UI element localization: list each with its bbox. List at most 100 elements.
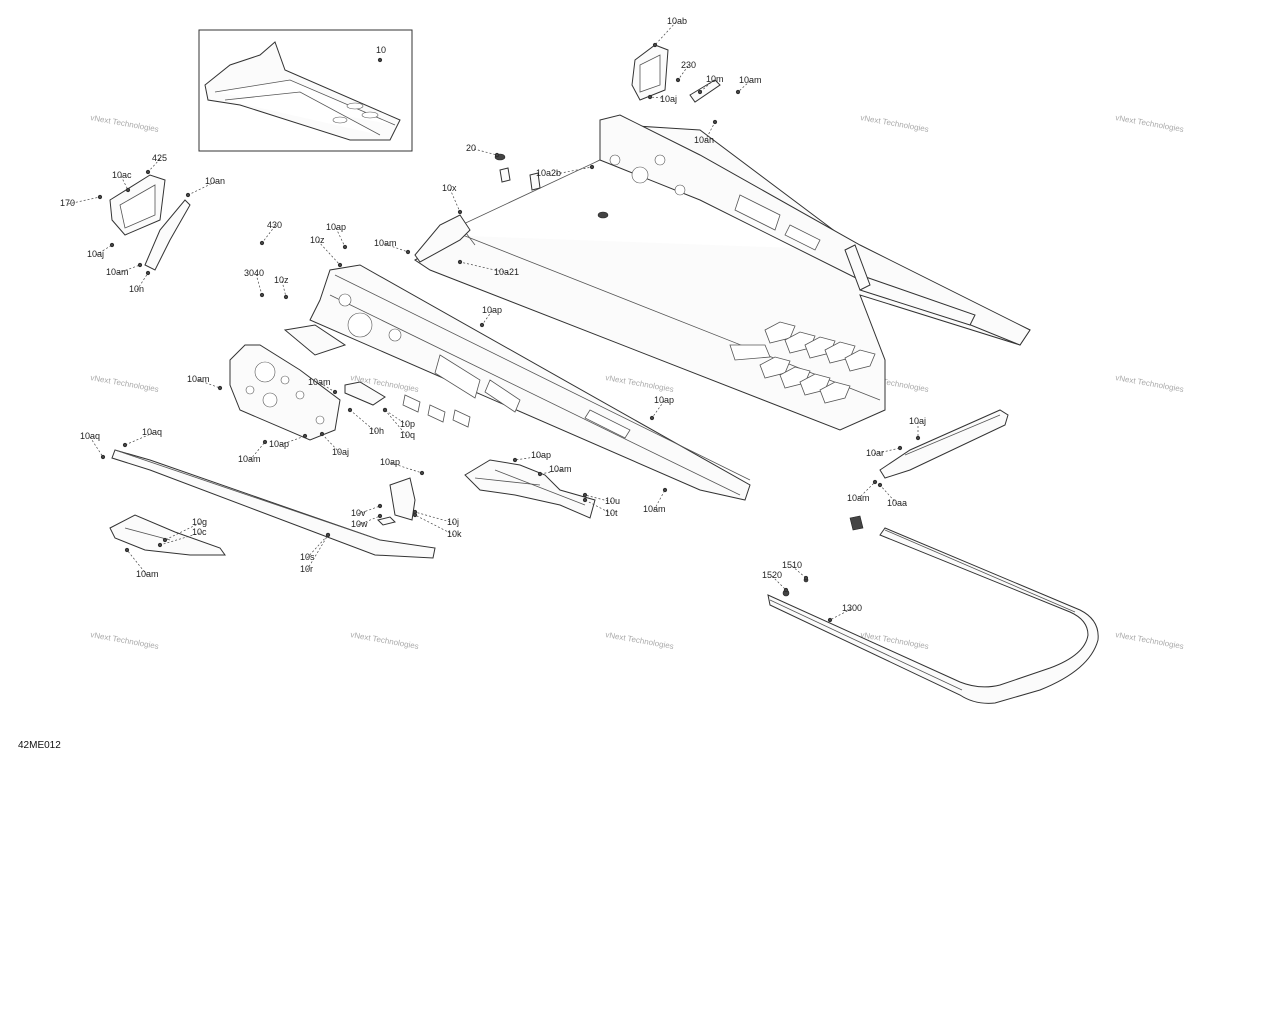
callout-label: 20 [466,143,476,153]
callout-label: 10z [310,235,325,245]
fastener-marker [697,89,703,95]
callout-leader [349,409,377,433]
callout-label: 10ap [269,439,289,449]
fastener-marker [652,42,658,48]
callout-label: 10ar [866,448,884,458]
callout-label: 10aq [142,427,162,437]
watermark-text: vNext Technologies [1115,630,1185,651]
watermark-text: vNext Technologies [90,113,160,134]
fastener-marker [377,503,383,509]
callout-label: 10am [106,267,129,277]
callout-label: 10aa [887,498,907,508]
fastener-marker [589,164,595,170]
left-side-panel [283,264,751,501]
fastener-marker [124,547,130,553]
fastener-marker [262,439,268,445]
fastener-marker [259,292,265,298]
callout-leader [651,400,665,419]
fastener-marker [337,262,343,268]
inset-tunnel-assembly [198,29,413,152]
callout-leader [321,433,341,454]
fastener-marker [382,407,388,413]
callout-leader [126,549,148,576]
callout-label: 10aj [660,94,677,104]
fastener-marker [100,454,106,460]
watermark-text: vNext Technologies [350,630,420,651]
fastener-marker [377,57,383,63]
callout-leader [771,575,787,591]
callout-label: 10aj [909,416,926,426]
callout-leader [279,435,306,446]
callout-leader [699,79,715,93]
callout-label: 170 [60,198,75,208]
fastener-marker [803,575,809,581]
callout-label: 10ab [667,16,687,26]
fastener-marker [582,492,588,498]
callout-label: 10am [308,377,331,387]
fastener-marker [145,270,151,276]
fastener-marker [125,187,131,193]
callout-leader [159,532,201,546]
callout-leader [306,534,329,559]
fastener-marker [332,389,338,395]
rail-10aa [879,409,1009,479]
callout-leader [384,409,408,426]
callout-leader [319,382,336,393]
fastener-marker [97,194,103,200]
watermark-text: vNext Technologies [860,113,930,134]
callout-leader [384,243,409,253]
callout-label: 430 [267,220,282,230]
bracket-10j [389,477,416,521]
callout-leader [261,225,276,244]
fastener-marker [494,152,500,158]
callout-leader [95,244,113,256]
running-board-strip [111,449,436,559]
callout-leader [449,188,461,213]
fastener-marker [582,497,588,503]
fastener-marker [109,242,115,248]
fastener-marker [897,445,903,451]
callout-label: 1300 [842,603,862,613]
fastener-marker [157,542,163,548]
fastener-marker [325,532,331,538]
callout-leader [120,175,129,191]
callout-label: 230 [681,60,696,70]
callout-label: 10aj [332,447,349,457]
callout-leader [654,21,677,46]
fastener-marker [259,240,265,246]
callout-label: 10 [376,45,386,55]
callout-leader [281,280,287,298]
grill-10ac [109,174,166,236]
callout-label: 10am [136,569,159,579]
callout-label: 10am [847,493,870,503]
callout-label: 10j [447,517,459,527]
fastener-marker [712,119,718,125]
callout-leader [414,511,455,524]
hardware-1510 [782,577,809,597]
fastener-marker [405,249,411,255]
callout-leader [414,514,455,536]
callout-leader [317,240,341,266]
callout-label: 10t [605,508,618,518]
fastener-marker [647,94,653,100]
callout-label: 10k [447,529,462,539]
callout-label: 10ap [531,450,551,460]
callout-label: 10aj [87,249,104,259]
callout-label: 10a2b [536,168,561,178]
callout-label: 1520 [762,570,782,580]
watermark-text: vNext Technologies [90,373,160,394]
fastener-marker [137,262,143,268]
fastener-marker [662,487,668,493]
callout-label: 10am [374,238,397,248]
callout-label: 10r [300,564,313,574]
callout-leader [473,148,498,156]
fastener-marker [537,471,543,477]
callout-label: 10z [274,275,289,285]
callout-label: 10ap [380,457,400,467]
callout-label: 10v [351,508,366,518]
fastener-marker [122,442,128,448]
fastener-marker [185,192,191,198]
callout-leader [335,227,346,248]
bracket-10u [464,459,596,519]
